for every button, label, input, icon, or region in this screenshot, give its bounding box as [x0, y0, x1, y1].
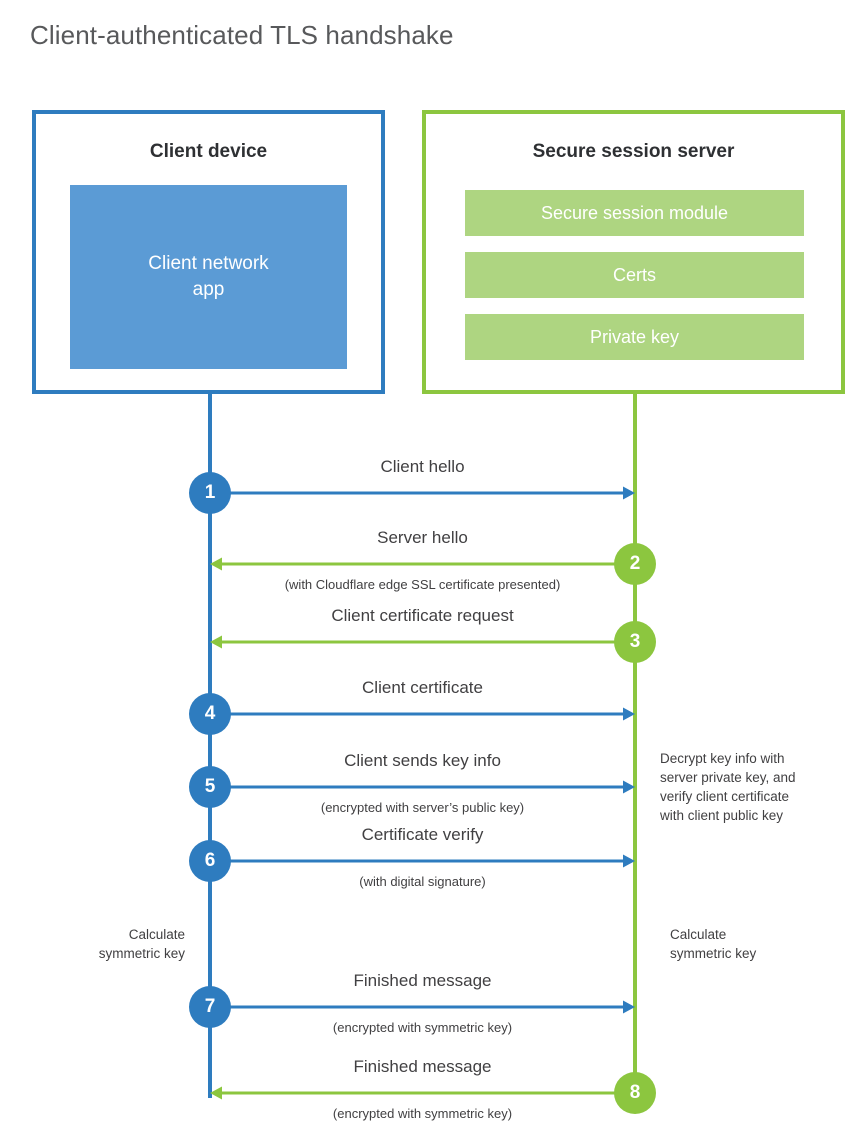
- step-circle-5[interactable]: 5: [189, 766, 231, 808]
- message-arrow-5: [210, 776, 635, 798]
- step-circle-1[interactable]: 1: [189, 472, 231, 514]
- secure-session-server-title: Secure session server: [532, 141, 735, 162]
- message-arrow-4: [210, 703, 635, 725]
- message-arrow-3: [210, 631, 635, 653]
- step-circle-8[interactable]: 8: [614, 1072, 656, 1114]
- client-device-title: Client device: [149, 141, 268, 162]
- message-label-7: Finished message: [353, 971, 492, 990]
- message-arrow-2: [210, 553, 635, 575]
- message-sublabel-8: (encrypted with symmetric key): [332, 1106, 513, 1121]
- message-sublabel-7: (encrypted with symmetric key): [332, 1020, 513, 1035]
- message-label-8: Finished message: [353, 1057, 492, 1076]
- message-label-5: Client sends key info: [344, 751, 501, 770]
- message-sublabel-2: (with Cloudflare edge SSL certificate pr…: [284, 577, 561, 592]
- server-module-private-key: Private key: [465, 314, 804, 360]
- message-arrow-7: [210, 996, 635, 1018]
- step-circle-4[interactable]: 4: [189, 693, 231, 735]
- page-title: Client-authenticated TLS handshake: [30, 20, 454, 50]
- message-label-6: Certificate verify: [361, 825, 484, 844]
- message-arrow-8: [210, 1082, 635, 1104]
- step-circle-7[interactable]: 7: [189, 986, 231, 1028]
- server-module-secure-session-module: Secure session module: [465, 190, 804, 236]
- secure-session-server-box: Secure session server Secure session mod…: [422, 110, 845, 394]
- client-lifeline: [208, 394, 212, 1098]
- message-arrow-6: [210, 850, 635, 872]
- step-circle-2[interactable]: 2: [614, 543, 656, 585]
- message-sublabel-5: (encrypted with server’s public key): [320, 800, 525, 815]
- message-label-3: Client certificate request: [331, 606, 514, 625]
- message-arrow-1: [210, 482, 635, 504]
- message-label-4: Client certificate: [362, 678, 483, 697]
- message-label-1: Client hello: [380, 457, 465, 476]
- server-module-certs: Certs: [465, 252, 804, 298]
- step-circle-6[interactable]: 6: [189, 840, 231, 882]
- step-circle-3[interactable]: 3: [614, 621, 656, 663]
- server-lifeline: [633, 394, 637, 1093]
- message-sublabel-6: (with digital signature): [359, 874, 486, 889]
- message-label-2: Server hello: [377, 528, 468, 547]
